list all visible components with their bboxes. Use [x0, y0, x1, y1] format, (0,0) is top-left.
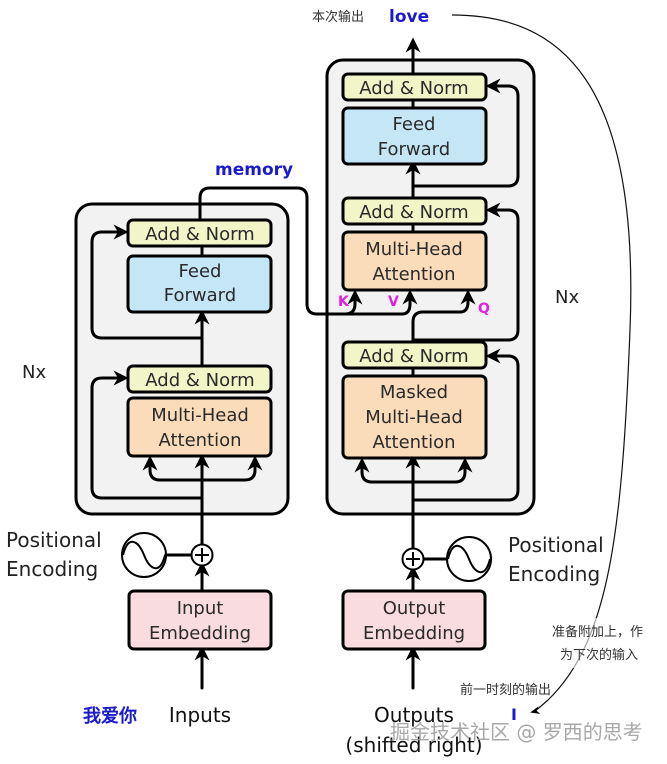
- svg-text:Forward: Forward: [164, 285, 236, 306]
- inputs-label: Inputs: [169, 703, 231, 727]
- svg-text:Masked: Masked: [380, 382, 448, 403]
- decoder-masked-attn-left-input: [354, 457, 415, 484]
- decoder-feed-forward: Feed Forward: [341, 106, 488, 166]
- svg-text:Multi-Head: Multi-Head: [365, 407, 463, 428]
- encoder-multi-head-attention: Multi-Head Attention: [126, 396, 273, 458]
- decoder-add-norm-top: Add & Norm: [341, 72, 488, 102]
- outputs-shifted-label: (shifted right): [345, 733, 482, 757]
- encoder-repeat-label: Nx: [22, 362, 46, 383]
- watermark: 掘金技术社区 @ 罗西的思考: [390, 720, 643, 744]
- decoder-positional-encoding-label-1: Positional: [508, 533, 604, 557]
- svg-text:Attention: Attention: [158, 430, 241, 451]
- circled-plus-icon: [190, 543, 214, 567]
- svg-text:Attention: Attention: [372, 264, 455, 285]
- svg-text:Add & Norm: Add & Norm: [359, 78, 468, 99]
- decoder-masked-attn-right-input: [411, 457, 473, 484]
- encoder-residual-1: [90, 370, 204, 500]
- svg-text:Add & Norm: Add & Norm: [359, 346, 468, 367]
- value-label: V: [388, 294, 399, 310]
- svg-text:Feed: Feed: [393, 114, 436, 135]
- query-arrow: [411, 289, 476, 344]
- outputs-label: Outputs: [374, 703, 454, 727]
- svg-text:Add & Norm: Add & Norm: [359, 202, 468, 223]
- decoder-masked-attention: Masked Multi-Head Attention: [341, 374, 488, 460]
- decoder-repeat-label: Nx: [555, 287, 579, 308]
- encoder: Add & Norm Feed Forward Add & Norm Multi…: [6, 202, 290, 727]
- decoder-add-norm-bottom: Add & Norm: [341, 340, 488, 370]
- svg-text:Attention: Attention: [372, 432, 455, 453]
- memory-label: memory: [215, 160, 293, 180]
- encoder-add-norm-bottom: Add & Norm: [126, 364, 273, 394]
- circled-plus-icon: [401, 547, 425, 571]
- svg-text:Output: Output: [383, 598, 446, 619]
- encoder-positional-encoding-label-2: Encoding: [6, 557, 98, 581]
- encoder-residual-2: [90, 224, 204, 340]
- svg-text:Multi-Head: Multi-Head: [365, 239, 463, 260]
- current-output-prefix: 本次输出: [312, 9, 364, 25]
- sine-wave-icon: [121, 532, 167, 578]
- query-label: Q: [478, 301, 490, 317]
- decoder-positional-encoding-label-2: Encoding: [508, 562, 600, 586]
- key-label: K: [338, 294, 350, 310]
- output-embedding: Output Embedding: [341, 589, 487, 651]
- svg-text:Embedding: Embedding: [363, 623, 465, 644]
- decoder-residual-2: [411, 202, 520, 342]
- input-example-text: 我爱你: [83, 705, 137, 727]
- memory-value-path: [198, 186, 418, 316]
- svg-text:Feed: Feed: [179, 261, 222, 282]
- svg-text:Embedding: Embedding: [149, 623, 251, 644]
- output-example-text: I: [511, 705, 517, 724]
- input-embedding: Input Embedding: [127, 589, 273, 651]
- encoder-feed-forward: Feed Forward: [126, 254, 273, 314]
- decoder-residual-3: [411, 78, 520, 188]
- annotations: 本次输出 love 准备附加上，作 为下次的输入 前一时刻的输出 掘金技术社区 …: [312, 7, 664, 744]
- encoder-attn-right-input: [200, 455, 263, 482]
- previous-output-note: 前一时刻的输出: [460, 682, 551, 698]
- svg-text:Input: Input: [177, 598, 224, 619]
- decoder-residual-1: [411, 348, 520, 502]
- svg-text:Add & Norm: Add & Norm: [145, 370, 254, 391]
- svg-text:Forward: Forward: [378, 139, 450, 160]
- memory-key-arrow: [343, 289, 363, 316]
- current-output-word: love: [389, 7, 429, 27]
- encoder-positional-encoding-label-1: Positional: [6, 528, 102, 552]
- append-note-line-1: 准备附加上，作: [552, 624, 643, 640]
- encoder-attn-left-input: [142, 455, 204, 482]
- decoder-cross-attention: Multi-Head Attention: [341, 230, 488, 292]
- decoder: Add & Norm Feed Forward Add & Norm Multi…: [198, 37, 604, 757]
- append-note-line-2: 为下次的输入: [560, 647, 638, 663]
- feedback-loop-arrow: [451, 14, 632, 714]
- svg-text:Add & Norm: Add & Norm: [145, 224, 254, 245]
- decoder-add-norm-middle: Add & Norm: [341, 196, 488, 226]
- note-backdrop: [548, 618, 664, 668]
- svg-text:Multi-Head: Multi-Head: [151, 405, 249, 426]
- encoder-add-norm-top: Add & Norm: [126, 218, 273, 248]
- sine-wave-icon: [446, 536, 492, 582]
